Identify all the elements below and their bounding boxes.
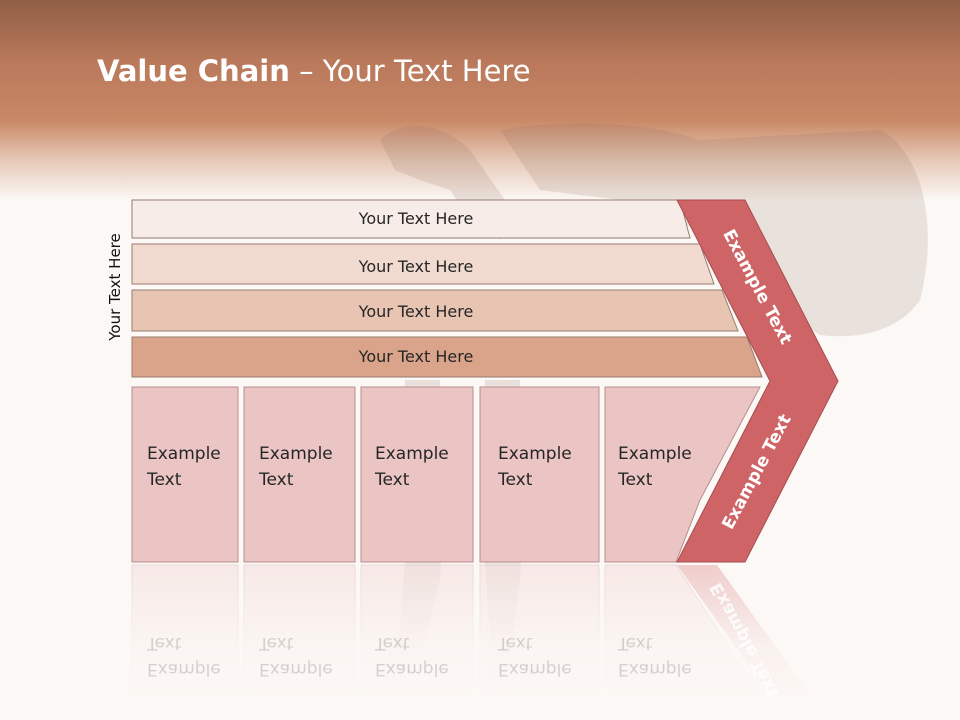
chevron-arrow (676, 199, 839, 563)
slide-title: Value Chain – Your Text Here (97, 54, 531, 88)
band-4 (131, 336, 763, 378)
column-4 (479, 386, 600, 563)
band-3-label: Your Text Here (358, 302, 474, 321)
band-1 (131, 199, 691, 239)
column-3 (360, 386, 474, 563)
band-4-label: Your Text Here (358, 347, 474, 366)
column-1 (131, 386, 239, 563)
band-2 (131, 243, 715, 285)
column-5 (604, 386, 761, 563)
band-3 (131, 289, 739, 332)
header-band (0, 0, 960, 200)
column-2 (243, 386, 356, 563)
band-1-label: Your Text Here (358, 209, 474, 228)
band-2-label: Your Text Here (358, 257, 474, 276)
